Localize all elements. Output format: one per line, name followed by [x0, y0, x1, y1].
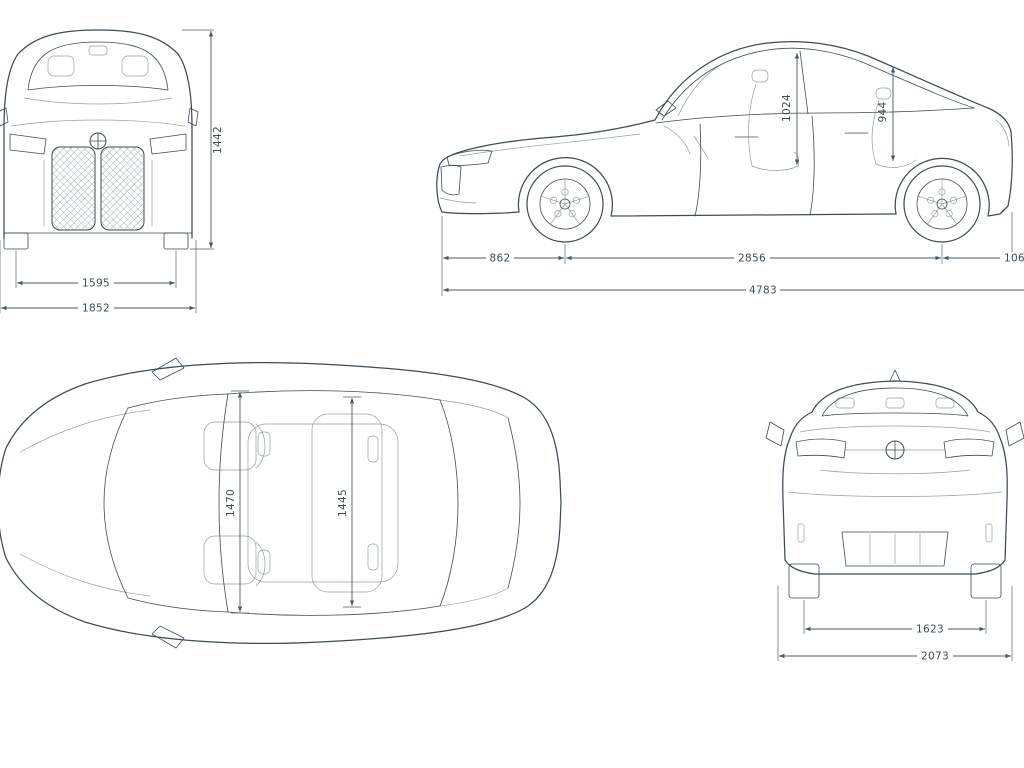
length-label-bg	[746, 284, 780, 296]
a-pillar-inner	[677, 61, 727, 117]
front-overhang-label: 862	[490, 253, 511, 265]
roundel-cross-front	[89, 132, 107, 150]
rear-track-label-bg	[912, 623, 948, 634]
front-left-mirror	[0, 107, 9, 127]
trunk-crease	[819, 469, 971, 475]
front-intake-line	[439, 197, 477, 204]
rear-window-front-arc	[439, 399, 459, 607]
rear-track-label: 1623	[916, 624, 944, 636]
front-body-outline	[3, 29, 193, 239]
front-door-line	[694, 123, 702, 217]
rear-mirror-right	[1005, 421, 1024, 447]
top-view: 1470 1445	[0, 357, 562, 649]
rear-view: 1623 2073	[765, 369, 1024, 663]
a-pillar-lower	[127, 597, 229, 613]
rear-window-rear-arc	[507, 417, 521, 589]
front-right-headrest	[121, 55, 149, 77]
side-mirror	[655, 100, 677, 117]
rear-left-tire	[788, 563, 820, 599]
front-windshield	[27, 41, 169, 91]
height-dim-label: 1442	[212, 126, 224, 154]
bumper-top-line	[787, 491, 1003, 497]
rear-antenna-fin	[889, 369, 901, 382]
b-pillar	[799, 50, 809, 115]
beltline	[655, 107, 975, 124]
rear-overhang-label: 106	[1004, 253, 1024, 265]
rear-overhang-label-bg	[1000, 252, 1024, 264]
front-view: 1442 1595 1852	[0, 29, 224, 315]
hood-line	[11, 119, 185, 127]
rear-window-bottom-edge	[439, 587, 509, 607]
windshield-base-arc	[103, 407, 129, 599]
rear-mirror-left	[765, 421, 785, 447]
front-overhang-label-bg	[486, 252, 514, 264]
wheelbase-label: 2856	[738, 253, 766, 265]
rear-width-label-bg	[917, 650, 953, 661]
rear-headrest-right	[935, 397, 955, 409]
rear-right-tire	[970, 563, 1002, 599]
kidney-grille-left	[51, 146, 96, 231]
width-dim-label: 1852	[82, 303, 110, 315]
hood-contour-bottom	[19, 553, 151, 597]
sunroof-panel	[247, 423, 399, 583]
rear-headrest-center	[885, 397, 905, 409]
side-view: 1024 944 862 2856 106 4783	[436, 41, 1024, 297]
rear-light-line	[995, 119, 1010, 147]
front-right-mirror	[187, 107, 199, 127]
roof-front-edge	[218, 393, 229, 613]
cowl-line	[23, 97, 173, 105]
front-left-tire	[3, 232, 29, 250]
front-interior-width-label-bg	[227, 486, 239, 520]
front-interior-width-label: 1470	[225, 489, 237, 517]
rear-headroom-label: 944	[877, 102, 889, 123]
top-mirror-upper	[151, 357, 185, 381]
front-right-headlight	[149, 133, 187, 155]
rear-taillight-right	[943, 438, 995, 459]
side-kidney-grille	[440, 165, 462, 196]
side-body-outline	[436, 41, 1013, 217]
rear-wheel	[903, 165, 981, 243]
rear-body-outline	[782, 380, 1008, 575]
rear-shoulder-line	[799, 425, 991, 433]
width-label-bg	[78, 302, 114, 313]
hood-shutline	[459, 133, 641, 157]
wheelbase-label-bg	[734, 252, 770, 264]
window-top-line	[661, 47, 975, 121]
track-dim-label: 1595	[82, 278, 110, 290]
diffuser-slats	[869, 533, 921, 565]
front-left-headlight	[9, 133, 47, 155]
rear-door-line	[809, 115, 815, 216]
rear-taillight-left	[795, 438, 847, 459]
front-headroom-label: 1024	[781, 94, 793, 122]
top-mirror-lower	[151, 625, 185, 649]
rear-reflector-right	[985, 523, 993, 543]
rearview-mirror	[88, 45, 108, 56]
front-left-headrest	[47, 55, 75, 77]
roof-side-lower	[227, 605, 441, 616]
rear-reflector-left	[797, 523, 805, 543]
roof-side-upper	[227, 390, 441, 401]
rear-width-label: 2073	[921, 651, 949, 663]
rear-window-top-edge	[439, 399, 509, 419]
rear-interior-width-label-bg	[339, 486, 351, 520]
front-right-tire	[163, 232, 189, 250]
front-wheel	[526, 165, 604, 243]
rear-window	[821, 387, 969, 417]
hood-contour-top	[19, 409, 151, 453]
rear-headrest-left	[835, 397, 855, 409]
track-label-bg	[78, 277, 114, 288]
top-seats	[203, 413, 383, 593]
top-body-outline	[0, 362, 562, 644]
rear-interior-width-label: 1445	[337, 489, 349, 517]
length-label: 4783	[749, 285, 777, 297]
kidney-grille-right	[100, 146, 145, 231]
roundel-cross-rear	[885, 440, 905, 460]
a-pillar-upper	[127, 393, 229, 409]
rear-diffuser	[841, 531, 949, 567]
